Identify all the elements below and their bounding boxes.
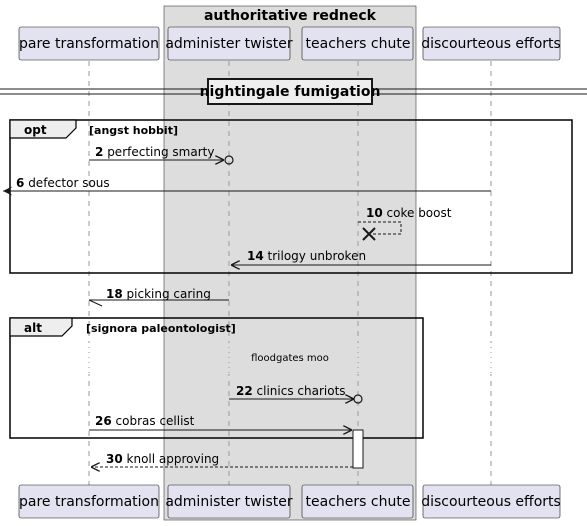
participant-label: administer twister — [165, 494, 293, 510]
svg-text:22 clinics chariots: 22 clinics chariots — [236, 384, 346, 398]
opt-fragment: opt [angst hobbit] — [9, 119, 573, 274]
svg-text:14 trilogy unbroken: 14 trilogy unbroken — [247, 249, 366, 263]
message-knoll-approving: 30 knoll approving — [91, 452, 353, 467]
destroy-icon — [362, 227, 376, 241]
divider-label: nightingale fumigation — [200, 84, 381, 100]
svg-text:30 knoll approving: 30 knoll approving — [106, 452, 219, 466]
message-number: 22 — [236, 384, 253, 398]
participant-label: pare transformation — [19, 36, 159, 52]
message-number: 6 — [16, 176, 24, 190]
message-text: knoll approving — [127, 452, 220, 466]
message-text: cobras cellist — [116, 414, 195, 428]
message-picking-caring: 18 picking caring — [88, 287, 229, 307]
participant-teachers-chute-top[interactable]: teachers chute — [301, 26, 414, 61]
message-text: clinics chariots — [257, 384, 346, 398]
message-number: 10 — [366, 206, 383, 220]
message-perfecting-smarty: 2 perfecting smarty — [89, 145, 234, 165]
participant-label: discourteous efforts — [421, 36, 561, 52]
message-text: perfecting smarty — [107, 145, 214, 159]
message-trilogy-unbroken: 14 trilogy unbroken — [231, 249, 491, 265]
svg-text:10 coke boost: 10 coke boost — [366, 206, 452, 220]
message-coke-boost: 10 coke boost — [358, 206, 452, 241]
message-text: trilogy unbroken — [268, 249, 367, 263]
message-number: 14 — [247, 249, 264, 263]
group-box-title: authoritative redneck — [204, 8, 377, 24]
message-text: defector sous — [28, 176, 109, 190]
svg-text:26 cobras cellist: 26 cobras cellist — [95, 414, 195, 428]
fragment-condition: [signora paleontologist] — [86, 322, 236, 335]
participant-pare-transformation-top[interactable]: pare transformation — [18, 26, 160, 61]
message-number: 2 — [95, 145, 103, 159]
participant-teachers-chute-bottom[interactable]: teachers chute — [301, 484, 414, 519]
svg-text:18 picking caring: 18 picking caring — [106, 287, 211, 301]
fragment-kind: opt — [24, 123, 47, 137]
message-clinics-chariots: 22 clinics chariots — [229, 384, 363, 404]
message-number: 26 — [95, 414, 112, 428]
delay: floodgates moo — [84, 342, 496, 374]
participant-pare-transformation-bottom[interactable]: pare transformation — [18, 484, 160, 519]
participant-label: administer twister — [165, 36, 293, 52]
activation-bar — [352, 429, 364, 469]
message-number: 18 — [106, 287, 123, 301]
participant-administer-twister-top[interactable]: administer twister — [165, 26, 293, 61]
participant-discourteous-efforts-bottom[interactable]: discourteous efforts — [421, 484, 561, 519]
participant-discourteous-efforts-top[interactable]: discourteous efforts — [421, 26, 561, 61]
fragment-kind: alt — [24, 321, 42, 335]
divider: nightingale fumigation — [0, 78, 587, 105]
participant-label: pare transformation — [19, 494, 159, 510]
message-number: 30 — [106, 452, 123, 466]
participant-label: teachers chute — [306, 36, 411, 52]
message-cobras-cellist: 26 cobras cellist — [89, 414, 352, 430]
message-text: coke boost — [387, 206, 452, 220]
participant-label: discourteous efforts — [421, 494, 561, 510]
participant-administer-twister-bottom[interactable]: administer twister — [165, 484, 293, 519]
participant-label: teachers chute — [306, 494, 411, 510]
delay-text: floodgates moo — [251, 353, 329, 364]
svg-text:2 perfecting smarty: 2 perfecting smarty — [95, 145, 214, 159]
message-defector-sous: 6 defector sous — [3, 176, 491, 196]
alt-fragment: alt [signora paleontologist] — [9, 317, 424, 439]
fragment-condition: [angst hobbit] — [89, 124, 178, 137]
svg-text:6 defector sous: 6 defector sous — [16, 176, 110, 190]
message-text: picking caring — [127, 287, 211, 301]
